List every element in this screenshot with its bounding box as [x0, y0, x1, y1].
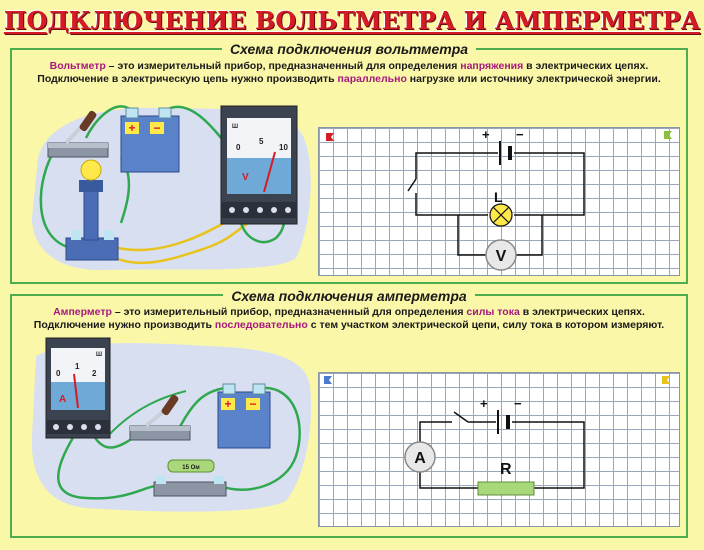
lamp-stand [65, 159, 119, 261]
voltmeter-description: Вольтметр – это измерительный прибор, пр… [37, 60, 661, 85]
scale-10: 10 [279, 143, 288, 152]
voltmeter-symbol [485, 239, 517, 271]
circuit-wire [512, 421, 585, 489]
page-title: ПОДКЛЮЧЕНИЕ ВОЛЬТМЕТРА И АМПЕРМЕТРА [3, 6, 701, 35]
circuit-wire [415, 152, 498, 179]
schematic-plus: + [480, 396, 488, 411]
scale-0: 0 [236, 143, 241, 152]
green-wire [220, 386, 301, 491]
battery: + − [120, 107, 180, 173]
ammeter-device: 0 1 2 Ш A [45, 337, 111, 439]
current-keyword: силы тока [466, 306, 520, 318]
circuit-wire [419, 421, 452, 442]
lamp-label: L [494, 189, 503, 205]
parallel-keyword: параллельно [337, 73, 407, 85]
schematic-plus: + [482, 127, 490, 142]
bookmark-icon [662, 376, 670, 384]
schematic-minus: − [514, 396, 522, 411]
ammeter-symbol [404, 441, 436, 473]
meter-needle [263, 151, 276, 193]
ammeter-schematic-grid [318, 372, 680, 527]
voltmeter-schematic: + − L V [326, 127, 672, 271]
meter-needle [73, 373, 79, 409]
bookmark-icon [326, 133, 334, 141]
switch-blade [453, 411, 469, 423]
battery-minus: − [249, 397, 256, 411]
voltmeter-symbol-label: V [496, 248, 507, 265]
switch-blade [407, 178, 417, 192]
ammeter-symbol-label: A [414, 450, 426, 467]
bookmark-icon [664, 131, 672, 139]
meter-unit: Ш [96, 352, 102, 358]
circuit-wire [457, 215, 486, 256]
lamp-bulb [80, 159, 102, 181]
scale-1: 1 [75, 362, 80, 371]
resistor-label: 15 Ом [182, 465, 200, 471]
scale-2: 2 [92, 369, 97, 378]
scale-5: 5 [259, 137, 264, 146]
schematic-minus: − [516, 127, 524, 142]
knife-switch [47, 110, 109, 158]
meter-unit: Ш [232, 124, 238, 130]
meter-letter: V [242, 172, 249, 183]
circuit-wire [415, 193, 488, 216]
green-wire [57, 435, 157, 500]
resistor-symbol [477, 481, 535, 496]
resistor: 15 Ом [153, 459, 227, 497]
bookmark-icon [324, 376, 332, 384]
green-wire [39, 147, 72, 250]
battery-plus: + [224, 397, 231, 411]
meter-letter: A [59, 394, 66, 405]
circuit-wire [516, 215, 543, 256]
battery-minus: − [153, 121, 160, 135]
circuit-wire [514, 152, 585, 216]
resistor-symbol-label: R [500, 461, 512, 478]
voltmeter-term: Вольтметр [49, 60, 106, 72]
scale-0: 0 [56, 369, 61, 378]
battery: + − [217, 383, 271, 449]
voltmeter-device: 0 5 10 Ш V [220, 105, 298, 225]
voltmeter-illustration: + − 0 5 10 Ш V [32, 105, 311, 271]
series-keyword: последовательно [214, 319, 308, 331]
battery-plus: + [128, 121, 135, 135]
voltmeter-heading: Схема подключения вольтметра [12, 41, 686, 57]
ammeter-schematic: + − A R [324, 376, 670, 496]
ammeter-heading: Схема подключения амперметра [12, 288, 686, 304]
green-wire [107, 390, 187, 437]
ammeter-term: Амперметр [53, 306, 112, 318]
circuit-wire [419, 472, 478, 489]
ammeter-description: Амперметр – это измерительный прибор, пр… [33, 306, 665, 331]
voltage-keyword: напряжения [460, 60, 524, 72]
knife-switch [129, 394, 191, 441]
ammeter-illustration: 0 1 2 Ш A + − 15 Ом [31, 337, 311, 512]
